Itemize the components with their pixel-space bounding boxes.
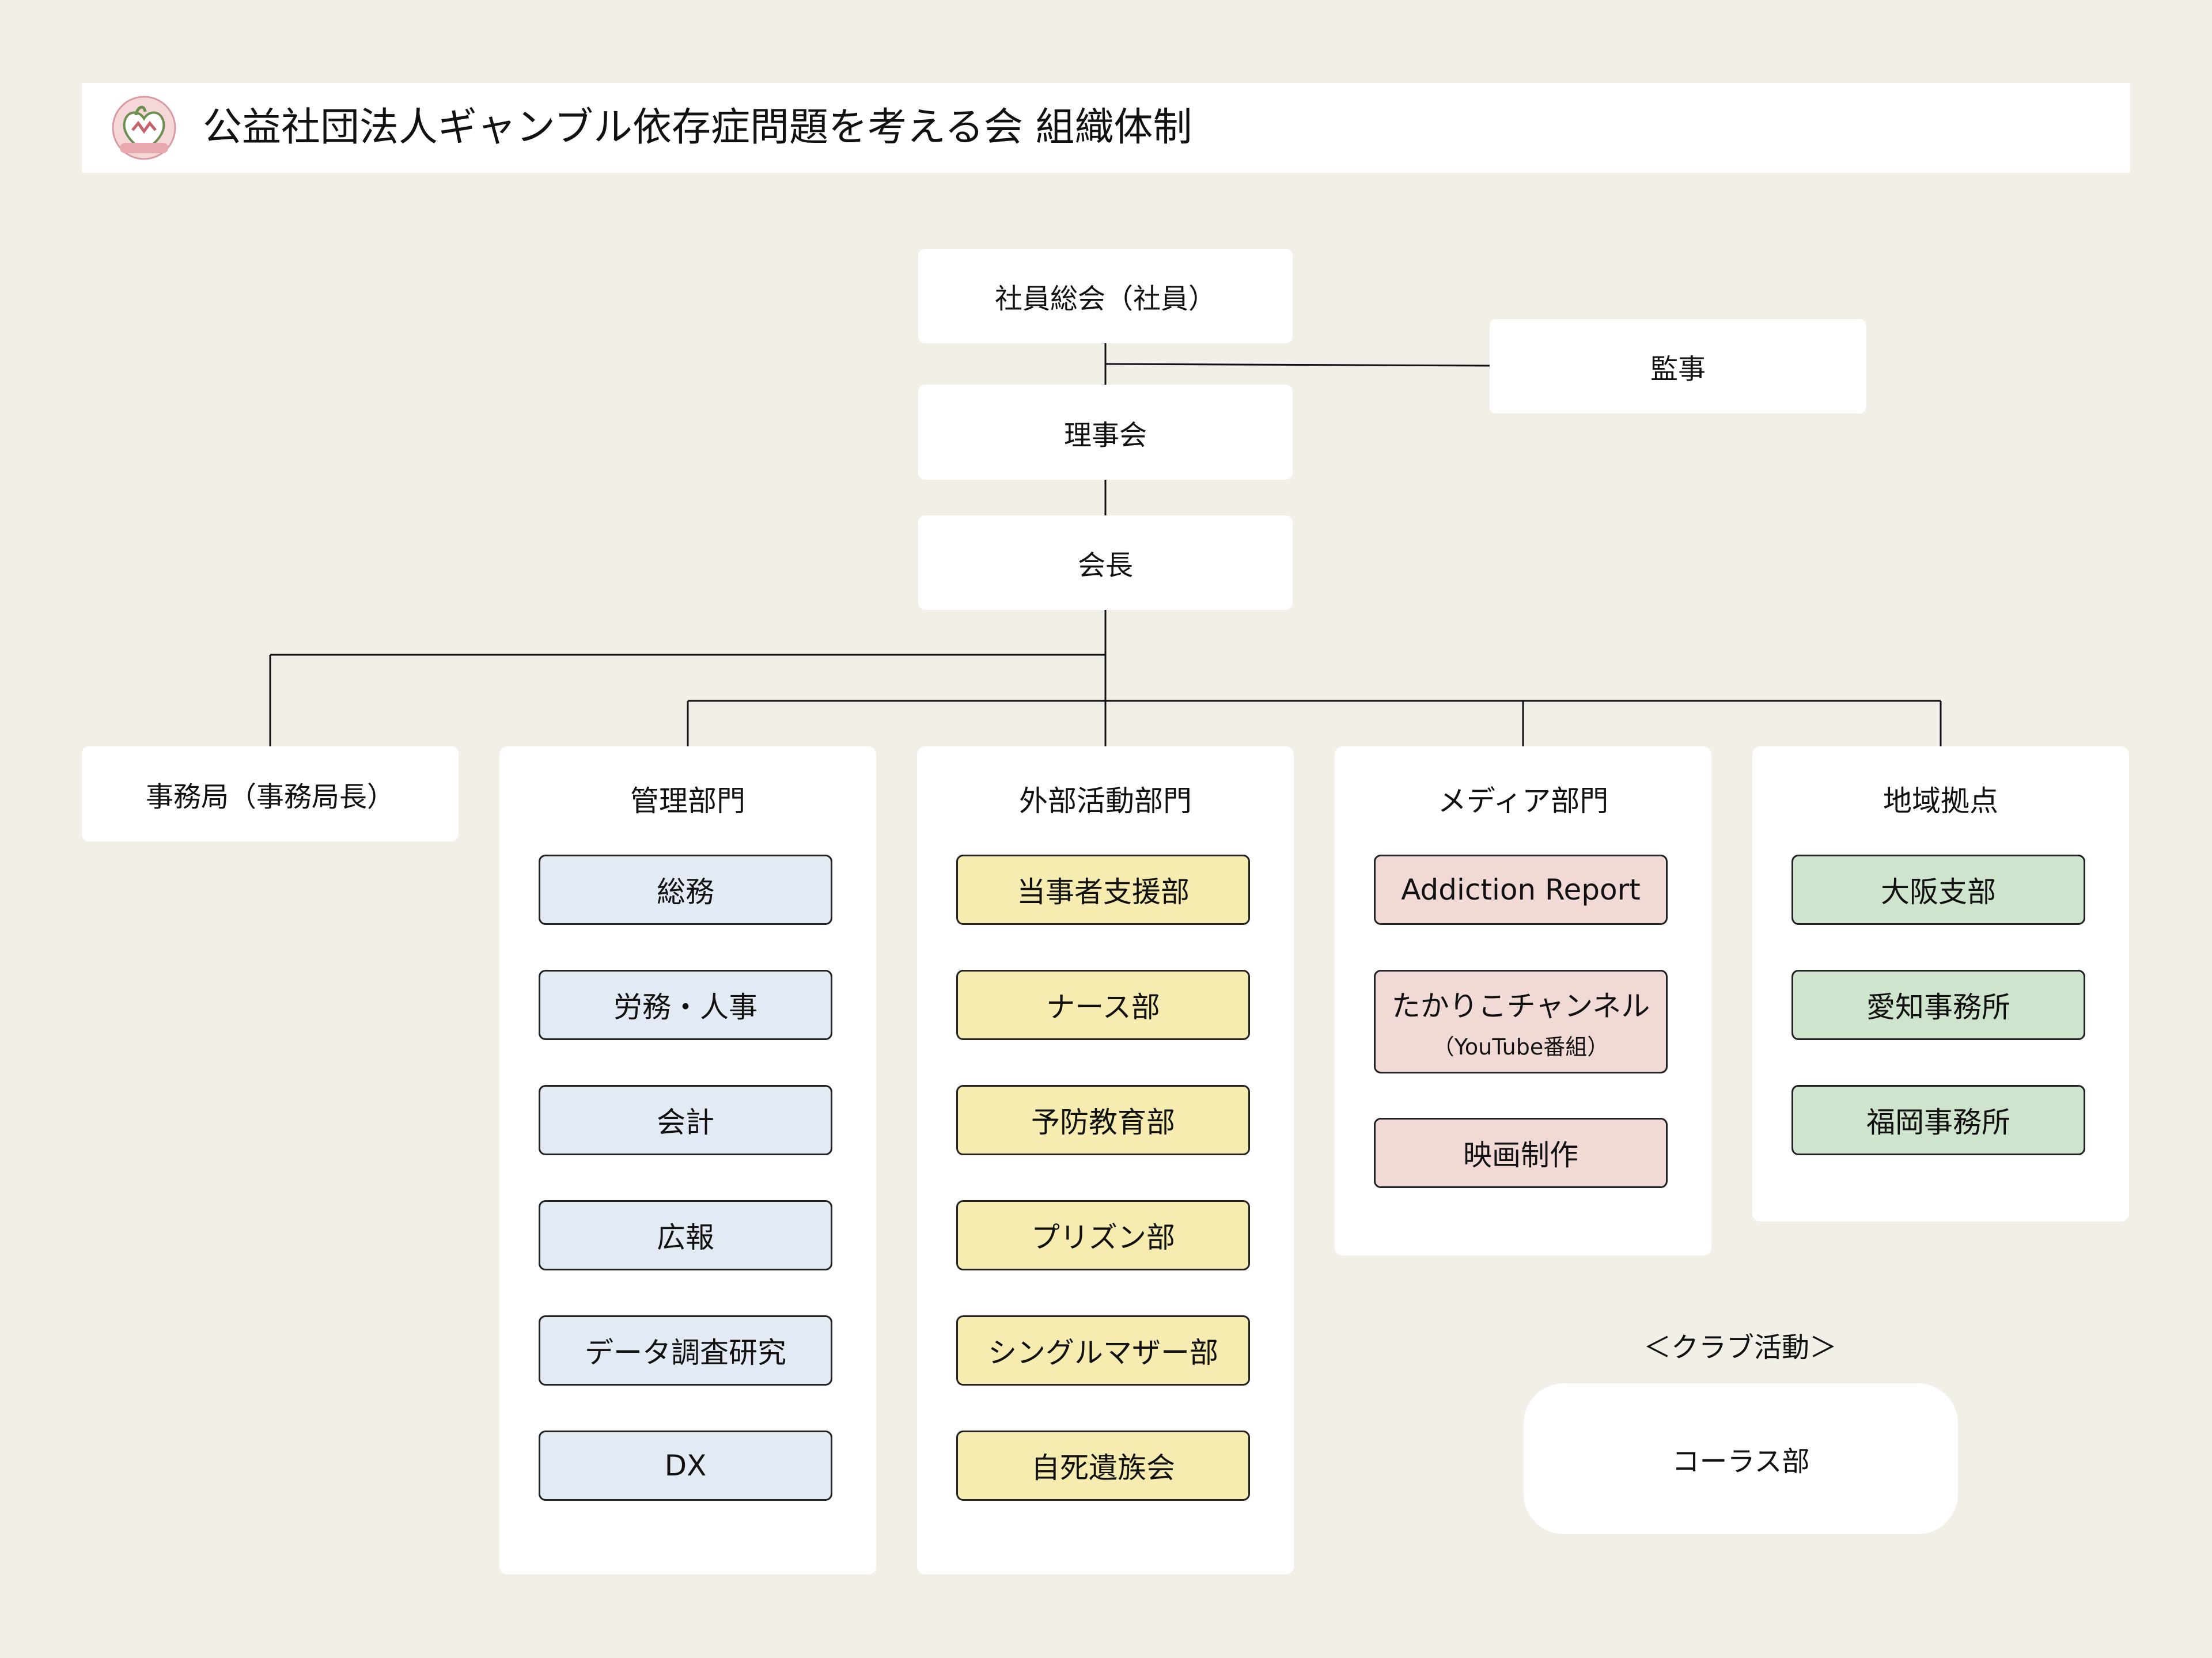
dept-item-prevention: 予防教育部 <box>956 1085 1250 1155</box>
dept-item-accounting: 会計 <box>539 1085 832 1155</box>
dept-item-general-affairs: 総務 <box>539 855 832 925</box>
dept-item-fukuoka: 福岡事務所 <box>1791 1085 2085 1155</box>
external-department-panel: 外部活動部門 当事者支援部 ナース部 予防教育部 プリズン部 シングルマザー部 … <box>917 746 1294 1574</box>
dept-item-bereaved: 自死遺族会 <box>956 1431 1250 1501</box>
club-item-chorus: コーラス部 <box>1524 1383 1958 1534</box>
management-department-panel: 管理部門 総務 労務・人事 会計 広報 データ調査研究 DX <box>499 746 876 1574</box>
secretariat-node: 事務局（事務局長） <box>82 746 459 841</box>
takariko-channel-sublabel: （YouTube番組） <box>1432 1034 1609 1060</box>
film-label: 映画制作 <box>1463 1139 1578 1172</box>
dept-item-addiction-report: Addiction Report <box>1374 855 1668 925</box>
dept-item-data-research: データ調査研究 <box>539 1315 832 1386</box>
auditor-node: 監事 <box>1490 319 1866 413</box>
chairman-node: 会長 <box>918 515 1293 610</box>
dept-item-takariko-channel: たかりこチャンネル （YouTube番組） <box>1374 970 1668 1073</box>
media-department-title: メディア部門 <box>1437 784 1609 818</box>
dept-item-nurse: ナース部 <box>956 970 1250 1040</box>
media-department-panel: メディア部門 Addiction Report たかりこチャンネル （YouTu… <box>1335 746 1711 1255</box>
header-bar: 公益社団法人ギャンブル依存症問題を考える会 組織体制 <box>82 83 2130 173</box>
regional-department-panel: 地域拠点 大阪支部 愛知事務所 福岡事務所 <box>1752 746 2129 1221</box>
takariko-channel-label: たかりこチャンネル <box>1391 989 1650 1023</box>
dept-item-support: 当事者支援部 <box>956 855 1250 925</box>
management-department-title: 管理部門 <box>630 784 745 818</box>
dept-item-aichi: 愛知事務所 <box>1791 970 2085 1040</box>
external-department-title: 外部活動部門 <box>1019 784 1192 818</box>
dept-item-film: 映画制作 <box>1374 1118 1668 1188</box>
dept-item-pr: 広報 <box>539 1200 832 1270</box>
dept-item-prison: プリズン部 <box>956 1200 1250 1270</box>
board-node: 理事会 <box>918 385 1293 480</box>
addiction-report-label: Addiction Report <box>1401 873 1641 906</box>
general-meeting-node: 社員総会（社員） <box>918 249 1293 343</box>
dept-item-single-mother: シングルマザー部 <box>956 1315 1250 1386</box>
dept-item-dx: DX <box>539 1431 832 1501</box>
dept-item-labor-hr: 労務・人事 <box>539 970 832 1040</box>
regional-department-title: 地域拠点 <box>1883 784 1998 818</box>
dept-item-osaka: 大阪支部 <box>1791 855 2085 925</box>
snowdrop-logo-icon <box>112 96 176 160</box>
page-title: 公益社団法人ギャンブル依存症問題を考える会 組織体制 <box>203 105 1192 150</box>
club-activities-label: ＜クラブ活動＞ <box>1643 1331 1837 1364</box>
